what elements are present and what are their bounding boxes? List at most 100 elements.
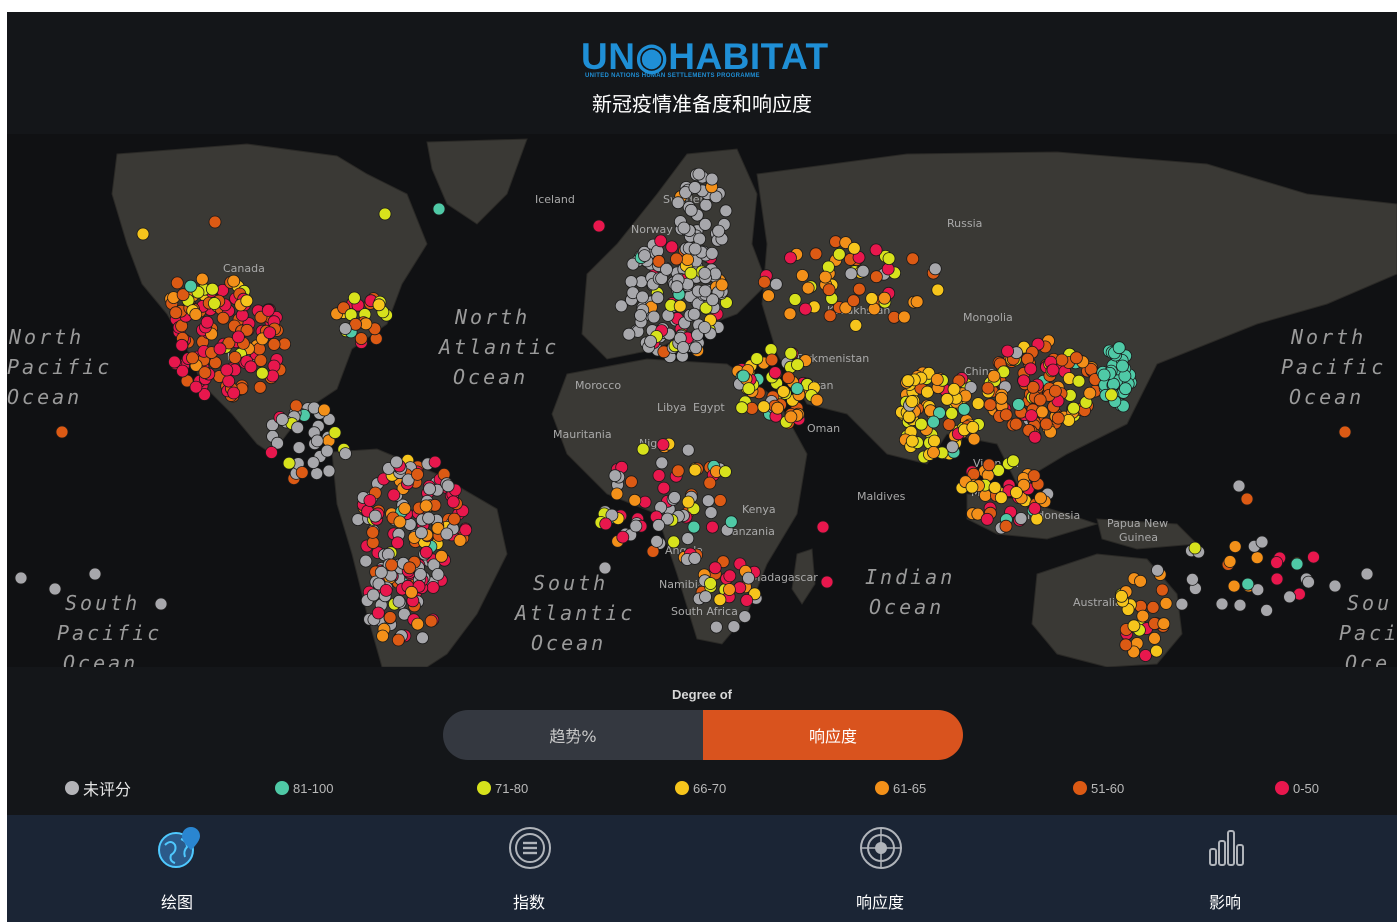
city-marker[interactable] — [614, 299, 628, 313]
toggle-response-button[interactable]: 响应度 — [703, 710, 963, 760]
city-marker[interactable] — [176, 364, 189, 378]
city-marker[interactable] — [1014, 512, 1028, 525]
city-marker[interactable] — [849, 318, 863, 332]
city-marker[interactable] — [419, 499, 433, 513]
city-marker[interactable] — [363, 494, 377, 507]
city-marker[interactable] — [634, 308, 647, 322]
city-marker[interactable] — [931, 283, 945, 297]
city-marker[interactable] — [670, 252, 683, 266]
toggle-trend-button[interactable]: 趋势% — [443, 710, 703, 760]
city-marker[interactable] — [322, 464, 336, 478]
metric-toggle[interactable]: 趋势% 响应度 — [443, 710, 963, 760]
city-marker[interactable] — [706, 293, 719, 307]
city-marker[interactable] — [1175, 597, 1189, 611]
city-marker[interactable] — [987, 369, 1001, 383]
city-marker[interactable] — [796, 269, 809, 282]
city-marker[interactable] — [927, 415, 940, 429]
city-marker[interactable] — [847, 294, 860, 308]
city-marker[interactable] — [255, 366, 269, 380]
city-marker[interactable] — [651, 291, 665, 305]
city-marker[interactable] — [971, 397, 985, 411]
city-marker[interactable] — [650, 534, 664, 548]
city-marker[interactable] — [742, 382, 756, 396]
city-marker[interactable] — [1338, 425, 1352, 439]
city-marker[interactable] — [784, 346, 798, 360]
city-marker[interactable] — [376, 629, 390, 643]
city-marker[interactable] — [698, 284, 712, 298]
city-marker[interactable] — [945, 406, 959, 420]
city-marker[interactable] — [652, 254, 666, 268]
city-marker[interactable] — [687, 307, 701, 321]
city-marker[interactable] — [655, 456, 669, 470]
city-marker[interactable] — [783, 307, 797, 321]
city-marker[interactable] — [240, 323, 254, 337]
city-marker[interactable] — [391, 633, 405, 647]
city-marker[interactable] — [882, 252, 896, 265]
city-marker[interactable] — [310, 434, 324, 448]
city-marker[interactable] — [1260, 603, 1273, 617]
city-marker[interactable] — [55, 425, 69, 439]
city-marker[interactable] — [1097, 368, 1111, 382]
city-marker[interactable] — [1134, 574, 1147, 588]
city-marker[interactable] — [852, 282, 866, 296]
city-marker[interactable] — [289, 399, 303, 413]
city-marker[interactable] — [757, 400, 771, 414]
city-marker[interactable] — [844, 267, 858, 281]
city-marker[interactable] — [698, 218, 712, 231]
city-marker[interactable] — [1127, 619, 1141, 633]
city-marker[interactable] — [665, 240, 679, 254]
city-marker[interactable] — [1250, 551, 1264, 565]
city-marker[interactable] — [999, 408, 1013, 422]
city-marker[interactable] — [599, 517, 613, 531]
city-marker[interactable] — [994, 491, 1008, 505]
city-marker[interactable] — [910, 295, 924, 309]
city-marker[interactable] — [867, 302, 881, 316]
city-marker[interactable] — [1070, 351, 1083, 365]
city-marker[interactable] — [213, 342, 227, 356]
city-marker[interactable] — [1228, 540, 1242, 554]
city-marker[interactable] — [628, 493, 642, 507]
city-marker[interactable] — [869, 243, 883, 257]
city-marker[interactable] — [1083, 386, 1097, 400]
city-marker[interactable] — [1159, 596, 1173, 610]
city-marker[interactable] — [856, 264, 870, 278]
city-marker[interactable] — [435, 549, 448, 563]
city-marker[interactable] — [1270, 556, 1283, 569]
city-marker[interactable] — [200, 315, 214, 329]
city-marker[interactable] — [347, 291, 361, 305]
city-marker[interactable] — [339, 447, 352, 461]
city-marker[interactable] — [401, 473, 415, 487]
city-marker[interactable] — [733, 581, 747, 595]
city-marker[interactable] — [822, 283, 836, 297]
city-marker[interactable] — [359, 554, 373, 568]
city-marker[interactable] — [701, 494, 715, 508]
city-marker[interactable] — [414, 526, 428, 540]
city-marker[interactable] — [198, 388, 211, 401]
city-marker[interactable] — [914, 417, 928, 431]
city-marker[interactable] — [988, 481, 1002, 494]
city-marker[interactable] — [992, 463, 1005, 477]
city-marker[interactable] — [688, 242, 702, 256]
city-marker[interactable] — [710, 620, 723, 634]
city-marker[interactable] — [1030, 512, 1044, 526]
city-marker[interactable] — [762, 289, 775, 303]
city-marker[interactable] — [788, 293, 802, 306]
city-marker[interactable] — [782, 371, 795, 385]
city-marker[interactable] — [1215, 597, 1229, 611]
city-marker[interactable] — [677, 221, 691, 235]
city-marker[interactable] — [1026, 380, 1040, 394]
city-marker[interactable] — [403, 561, 417, 575]
city-marker[interactable] — [940, 392, 954, 406]
city-marker[interactable] — [905, 434, 919, 448]
city-marker[interactable] — [671, 464, 685, 478]
city-marker[interactable] — [176, 288, 190, 302]
city-marker[interactable] — [673, 299, 687, 313]
city-marker[interactable] — [610, 487, 624, 501]
city-marker[interactable] — [684, 266, 698, 280]
nav-item-map[interactable]: 绘图 — [97, 815, 257, 922]
city-marker[interactable] — [282, 456, 296, 470]
city-marker[interactable] — [636, 290, 649, 304]
city-marker[interactable] — [942, 418, 956, 431]
city-marker[interactable] — [768, 366, 782, 380]
city-marker[interactable] — [692, 167, 706, 181]
